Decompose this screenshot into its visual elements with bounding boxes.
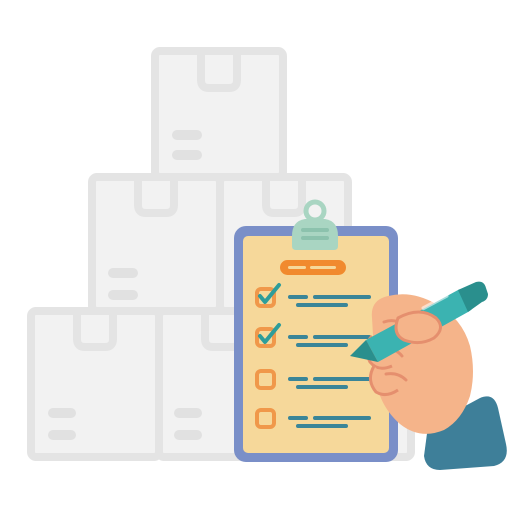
check-mark-icon <box>258 323 281 344</box>
checkbox-icon <box>255 408 276 429</box>
checklist <box>255 283 371 429</box>
checklist-row <box>255 323 371 348</box>
box-icon <box>151 47 287 181</box>
checklist-row <box>255 408 371 429</box>
checklist-title-bar <box>280 260 346 275</box>
clipboard-icon <box>234 199 398 462</box>
checkbox-icon <box>255 327 276 348</box>
checklist-row <box>255 283 371 308</box>
pen-icon <box>350 281 488 362</box>
box-icon <box>27 307 163 461</box>
checkbox-icon <box>255 369 276 390</box>
check-mark-icon <box>258 283 281 304</box>
sleeve <box>424 396 507 470</box>
box-icon <box>88 173 224 315</box>
clipboard-clip <box>292 199 338 250</box>
checklist-row <box>255 369 371 390</box>
checkbox-icon <box>255 287 276 308</box>
